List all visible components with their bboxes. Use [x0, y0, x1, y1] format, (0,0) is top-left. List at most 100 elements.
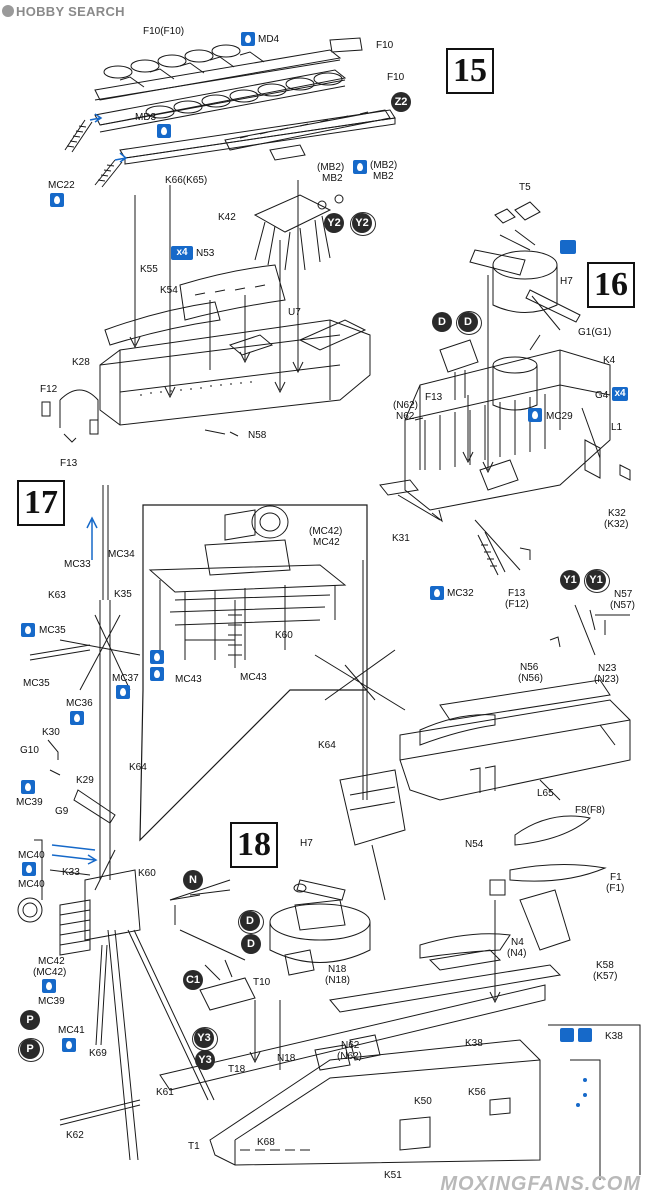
- label-n4: N4: [511, 937, 524, 948]
- label-t10: T10: [253, 977, 271, 988]
- label-mc37: MC37: [112, 673, 139, 684]
- label-g10: G10: [20, 745, 39, 756]
- label-k64-18: K64: [318, 740, 336, 751]
- label-u7: U7: [288, 307, 301, 318]
- label-n23-paren: (N23): [594, 674, 620, 685]
- label-k68: K68: [257, 1137, 275, 1148]
- paint-drop-icon: [70, 711, 84, 725]
- label-f10-a: F10: [376, 40, 394, 51]
- label-n23: N23: [598, 663, 617, 674]
- step15-crane-k42: [253, 194, 344, 271]
- hole-marker-icon: [578, 1028, 592, 1042]
- logo-mark-icon: [2, 5, 14, 17]
- label-g4: G4: [595, 390, 609, 401]
- label-inset-mc42: MC42: [313, 537, 340, 548]
- label-mc35: MC35: [39, 625, 66, 636]
- label-f12-paren: (F12): [505, 599, 529, 610]
- marker-n-icon: N: [183, 870, 203, 890]
- paint-drop-icon: [528, 408, 542, 422]
- label-f10-f10: F10(F10): [143, 26, 185, 37]
- step16-turret: [469, 201, 581, 331]
- marker-d-icon: D: [432, 312, 452, 332]
- label-k31: K31: [392, 533, 410, 544]
- label-f1-paren: (F1): [606, 883, 625, 894]
- label-mc33: MC33: [64, 559, 91, 570]
- label-n62-18: N62: [341, 1040, 360, 1051]
- paint-drop-icon: [62, 1038, 76, 1052]
- step17-mast: [17, 485, 215, 1161]
- marker-y2-inner: Y2: [352, 213, 372, 233]
- label-md4: MD4: [258, 34, 280, 45]
- step15-deckhouse: [99, 264, 371, 426]
- inset-callout-frame: [139, 504, 368, 842]
- label-n18: N18: [328, 964, 347, 975]
- marker-p-inner: P: [20, 1039, 40, 1059]
- label-t18: T18: [228, 1064, 246, 1075]
- step18-mast: [314, 560, 406, 901]
- label-n58: N58: [248, 430, 267, 441]
- label-n56: N56: [520, 662, 539, 673]
- marker-y3-inner: Y3: [194, 1028, 214, 1048]
- paint-stripe-icon: [560, 240, 576, 254]
- marker-y3-icon: Y3: [195, 1050, 215, 1070]
- label-k4: K4: [603, 355, 616, 366]
- label-mc42-paren: (MC42): [33, 967, 67, 978]
- step-16-number: 16: [587, 262, 635, 308]
- step15-rail-upper: [94, 37, 363, 101]
- label-mc22: MC22: [48, 180, 75, 191]
- label-k63: K63: [48, 590, 66, 601]
- marker-d-paren-18-icon: D: [238, 910, 264, 934]
- label-mc29: MC29: [546, 411, 573, 422]
- label-mb2-paren-2: (MB2): [370, 160, 398, 171]
- paint-drop-icon: [21, 780, 35, 794]
- marker-p-icon: P: [20, 1010, 40, 1030]
- paint-drop-icon: [353, 160, 367, 174]
- label-mc42: MC42: [38, 956, 65, 967]
- label-inset-mc43-b: MC43: [240, 672, 267, 683]
- paint-drop-icon: [157, 124, 171, 138]
- quantity-badge: x4: [171, 246, 193, 260]
- label-f13-16: F13: [425, 392, 443, 403]
- label-k56: K56: [468, 1087, 486, 1098]
- label-n56-paren: (N56): [518, 673, 544, 684]
- label-k32-paren: (K32): [604, 519, 629, 530]
- marker-y1-paren-icon: Y1: [584, 569, 610, 593]
- label-f12: F12: [40, 384, 58, 395]
- label-k42: K42: [218, 212, 236, 223]
- marker-d-paren-icon: D: [456, 311, 482, 335]
- label-mc39: MC39: [16, 797, 43, 808]
- label-k64-17: K64: [129, 762, 147, 773]
- label-g9: G9: [55, 806, 69, 817]
- step15-blue-arrows: [89, 113, 128, 163]
- label-l1: L1: [611, 422, 623, 433]
- label-k66-k65: K66(K65): [165, 175, 208, 186]
- label-mc40: MC40: [18, 850, 45, 861]
- step16-arrows: [397, 275, 601, 571]
- label-mc35-b: MC35: [23, 678, 50, 689]
- paint-drop-icon: [150, 650, 164, 664]
- logo-text: HOBBY SEARCH: [16, 4, 125, 19]
- marker-c1-icon: C1: [183, 970, 203, 990]
- label-k38-inset: K38: [605, 1031, 623, 1042]
- label-n62-paren: (N62): [393, 400, 419, 411]
- label-mb2: MB2: [322, 173, 343, 184]
- label-k62: K62: [66, 1130, 84, 1141]
- paint-drop-icon: [21, 623, 35, 637]
- label-k50: K50: [414, 1096, 432, 1107]
- paint-drop-icon: [50, 193, 64, 207]
- label-h7-18: H7: [300, 838, 313, 849]
- label-k57-paren: (K57): [593, 971, 618, 982]
- label-k54: K54: [160, 285, 178, 296]
- label-f1: F1: [610, 872, 622, 883]
- label-inset-mc43-a: MC43: [175, 674, 202, 685]
- label-k55: K55: [140, 264, 158, 275]
- label-n62-paren-18: (N62): [337, 1051, 363, 1062]
- label-f10-b: F10: [387, 72, 405, 83]
- label-h7: H7: [560, 276, 573, 287]
- label-f8: F8(F8): [575, 805, 605, 816]
- marker-y2-paren-icon: Y2: [350, 212, 376, 236]
- step18-upper-deck: [399, 604, 631, 801]
- step16-bridge: [379, 339, 631, 576]
- label-inset-mc42-paren: (MC42): [309, 526, 343, 537]
